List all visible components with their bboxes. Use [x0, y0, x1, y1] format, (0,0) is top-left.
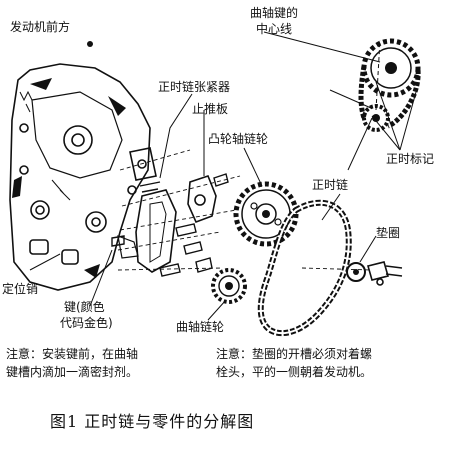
- label-key-2: 代码金色): [60, 316, 113, 330]
- block-shading: [12, 41, 126, 278]
- note-right-line-1: 注意：垫圈的开槽必须对着螺: [216, 347, 373, 361]
- chain-tensioner: [129, 147, 177, 273]
- camshaft-sprocket-gear: [233, 181, 299, 247]
- thrust-plate-part: [187, 175, 217, 224]
- mounting-bolts: [111, 173, 229, 277]
- crankshaft-sprocket-gear: [211, 268, 247, 304]
- label-camshaft-sprocket: 凸轮轴链轮: [208, 132, 269, 146]
- note-left-line-2: 键槽内滴加一滴密封剂。: [6, 365, 139, 379]
- figure-caption: 图1 正时链与零件的分解图: [50, 412, 255, 431]
- sprocket-bolt: [367, 261, 403, 286]
- label-washer: 垫圈: [376, 226, 401, 240]
- washer-part: [346, 262, 366, 282]
- label-crankshaft-sprocket: 曲轴链轮: [176, 320, 225, 334]
- label-dowel-pin: 定位销: [2, 282, 39, 296]
- note-left-line-1: 注意：安装键前，在曲轴: [6, 347, 139, 361]
- timing-chain-loop: [257, 199, 352, 337]
- explode-lines: [117, 149, 373, 271]
- label-timing-chain: 正时链: [312, 178, 349, 192]
- label-chain-tensioner: 正时链张紧器: [158, 80, 231, 94]
- label-crank-key-centerline-1: 曲轴键的: [250, 6, 299, 20]
- label-thrust-plate: 止推板: [192, 102, 229, 116]
- note-right-line-2: 栓头，平的一侧朝着发动机。: [216, 365, 373, 379]
- leader-lines: [29, 31, 417, 321]
- label-key-1: 键(颜色: [64, 300, 105, 314]
- label-engine-front: 发动机前方: [10, 20, 71, 34]
- label-timing-marks: 正时标记: [386, 152, 435, 166]
- key-part: [195, 257, 213, 273]
- label-crank-key-centerline-2: 中心线: [256, 22, 293, 36]
- engine-block: [9, 63, 151, 291]
- inset-sprocket-assembly: [358, 38, 421, 132]
